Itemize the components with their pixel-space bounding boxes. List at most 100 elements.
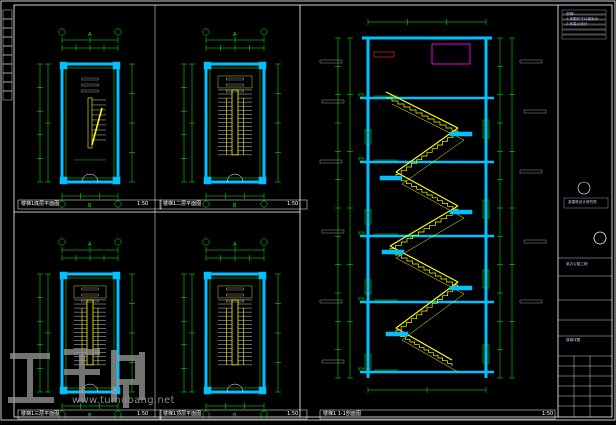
binding-cell (2, 72, 13, 83)
plan-4-column (203, 271, 212, 280)
flight-6-soffit (401, 293, 465, 341)
plan-1-door (81, 173, 99, 183)
plan-3-column (59, 271, 68, 280)
title-block-note-1: 1.本图尺寸以毫米计 (566, 17, 599, 21)
plan-1-axis-bubble (58, 28, 66, 36)
title-block-note-0: 说明： (566, 12, 577, 16)
title-note-line (561, 34, 607, 40)
plan-4-column (203, 386, 212, 395)
plan-3-axis-bubble (58, 238, 66, 246)
section-tag-box (431, 43, 471, 65)
flight-6 (395, 287, 458, 334)
plan-3-walls (60, 272, 120, 394)
plan-4-axis-label: A (233, 242, 237, 248)
section-landing (379, 175, 403, 181)
plan-4-column (258, 271, 267, 280)
plan-3-axis-bubble (58, 410, 66, 418)
plan-1-label-line (81, 83, 99, 87)
section-red-mark (373, 51, 395, 58)
binding-cell (2, 27, 13, 38)
plan-1-column (112, 176, 121, 185)
section-annotation (523, 239, 547, 244)
plan-2-column (258, 61, 267, 70)
plan-1-label-line (81, 89, 99, 93)
view-scale-section: 1:50 (542, 411, 554, 417)
section-level-mark (357, 93, 365, 99)
flight-7-soffit (401, 339, 459, 373)
flight-4 (389, 211, 458, 252)
view-title-box (159, 409, 308, 420)
plan-4-handrail (231, 299, 239, 366)
title-note-line (561, 19, 607, 25)
plan-1-axis-bubble (114, 28, 122, 36)
plan-2-axis-bubble (202, 200, 210, 208)
plan-2-handrail (231, 89, 239, 156)
plan-1-handrail (87, 97, 93, 149)
approval-stamp (593, 231, 607, 245)
section-annotation (319, 159, 343, 164)
flight-2-soffit (401, 139, 465, 185)
plan-4-door (226, 383, 244, 393)
section-annotation (523, 109, 547, 114)
plan-4-axis-label-b: B (233, 413, 237, 419)
flight-1 (386, 97, 459, 134)
section-landing (449, 209, 473, 215)
plan-3-column (59, 386, 68, 395)
section-window-left (364, 209, 372, 225)
binding-cell (2, 36, 13, 47)
plan-2-axis-bubble (260, 200, 268, 208)
plan-3-axis-bubble (114, 238, 122, 246)
plan-3-axis-label: A (88, 242, 92, 248)
view-scale-plan-1: 1:50 (137, 201, 149, 207)
section-window-left (364, 354, 372, 370)
view-scale-plan-2: 1:50 (287, 201, 299, 207)
title-company-box (563, 197, 609, 209)
title-note-line (561, 24, 607, 30)
title-block-company: 某建筑设计研究院 (568, 200, 597, 204)
plan-4-landing (217, 285, 253, 299)
plan-3-axis-bubble (114, 410, 122, 418)
plan-2-inner-line (209, 67, 261, 179)
view-title-box (17, 409, 162, 420)
section-annotation (519, 299, 543, 304)
view-title-plan-2: 楼梯1二层平面图 (163, 201, 202, 207)
plan-1-column (59, 176, 68, 185)
section-window (482, 344, 490, 364)
section-window (482, 119, 490, 139)
binding-cell (2, 81, 13, 92)
title-block-note-2: 2.标高以米计 (566, 22, 588, 26)
section-landing (381, 249, 405, 255)
plan-4-walls (204, 272, 266, 394)
plan-2-label-line (226, 89, 244, 93)
view-title-section: 楼梯1 1-1剖面图 (323, 411, 361, 417)
section-window-left (364, 129, 372, 145)
section-window (482, 269, 490, 289)
plan-2-axis-bubble (260, 28, 268, 36)
section-annotation (319, 299, 343, 304)
plan-1-walls (60, 62, 120, 184)
binding-cell (2, 18, 13, 29)
view-title-box (159, 199, 308, 210)
view-title-plan-3: 楼梯1三层平面图 (21, 411, 60, 417)
section-level-mark (357, 367, 365, 373)
plan-4-inner-line (209, 277, 261, 389)
plan-2-axis-label-b: B (233, 203, 237, 209)
plan-4-column (258, 386, 267, 395)
title-note-line (561, 14, 607, 20)
flight-2-rail (395, 127, 459, 173)
plan-1-column (112, 61, 121, 70)
title-block-project: 某办公楼工程 (566, 262, 588, 266)
company-logo (577, 181, 591, 195)
plan-2-walls (204, 62, 266, 184)
flight-5 (390, 251, 459, 288)
title-note-line (561, 29, 607, 35)
section-annotation (319, 59, 343, 64)
watermark-logo (8, 349, 145, 408)
sheet-inner-border (13, 4, 613, 418)
binding-cell (2, 45, 13, 56)
plan-1-stair-rail (91, 107, 103, 146)
title-block-sheet: 楼梯详图 (566, 338, 581, 342)
plan-2-axis-label: A (233, 32, 237, 38)
